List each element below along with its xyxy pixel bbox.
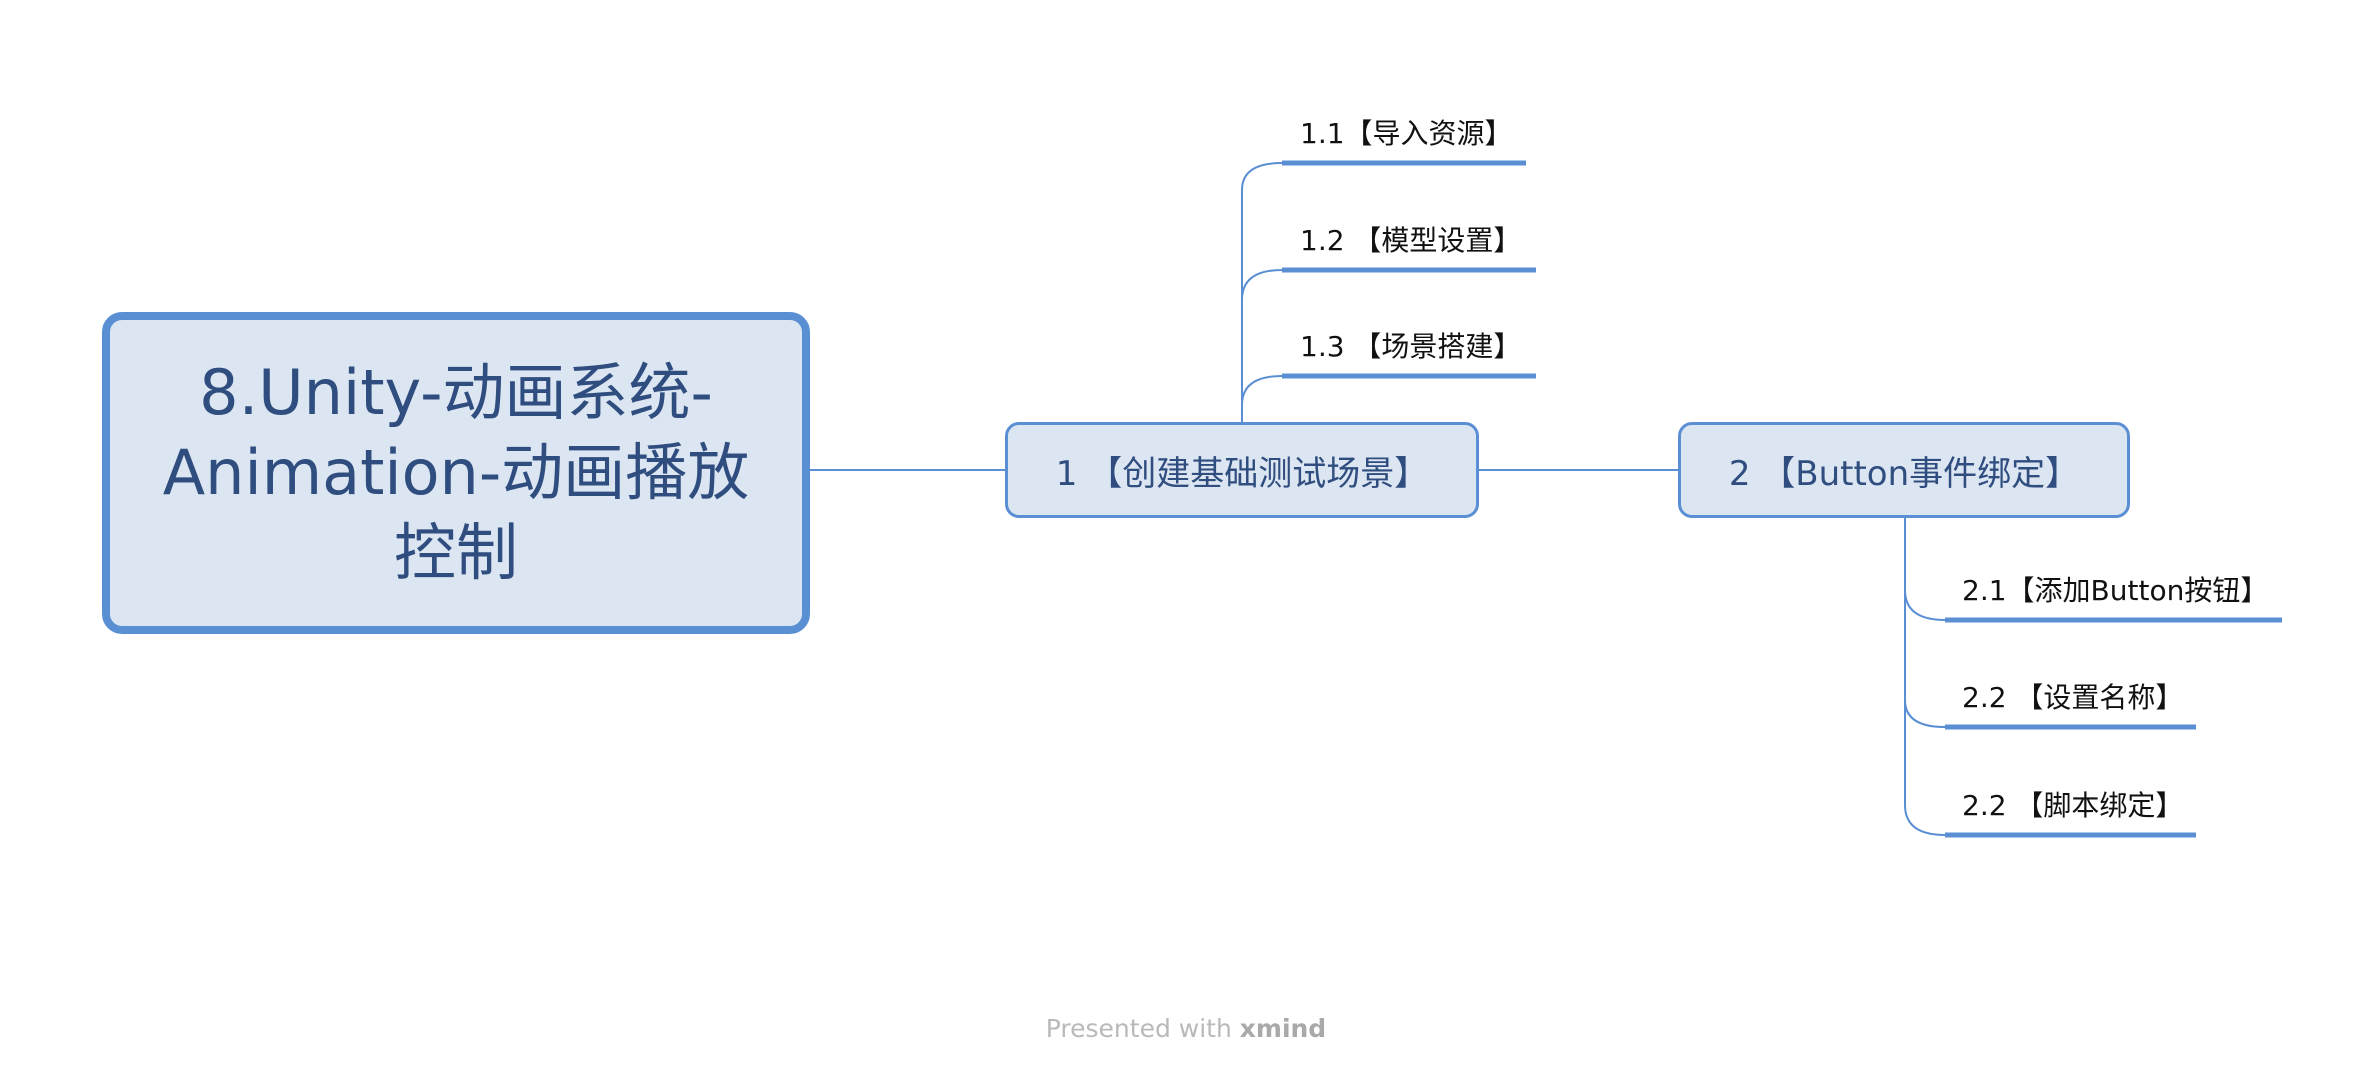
main-topic-1[interactable]: 1 【创建基础测试场景】: [1005, 422, 1479, 518]
subtopic-2-1[interactable]: 2.1【添加Button按钮】: [1962, 569, 2268, 609]
central-topic[interactable]: 8.Unity-动画系统- Animation-动画播放 控制: [102, 312, 810, 634]
subtopic-1-1-label: 1.1【导入资源】: [1300, 117, 1513, 150]
xmind-logo-text: xmind: [1239, 1014, 1327, 1043]
subtopic-1-2[interactable]: 1.2 【模型设置】: [1300, 219, 1521, 259]
main-topic-1-label: 1 【创建基础测试场景】: [1055, 453, 1429, 494]
connector-branch-1-to-sub-3: [1241, 375, 1283, 406]
connector-branch-2-to-sub-2: [1904, 590, 1946, 728]
subtopic-2-3[interactable]: 2.2 【脚本绑定】: [1962, 784, 2183, 824]
central-topic-text: 8.Unity-动画系统- Animation-动画播放 控制: [163, 353, 749, 593]
connector-branch-2-to-sub-1: [1904, 518, 1946, 621]
central-topic-line-1: 8.Unity-动画系统-: [199, 356, 713, 429]
subtopic-2-2[interactable]: 2.2 【设置名称】: [1962, 676, 2183, 716]
subtopic-1-1[interactable]: 1.1【导入资源】: [1300, 112, 1513, 152]
footer-prefix: Presented with: [1045, 1014, 1240, 1043]
subtopic-1-3-label: 1.3 【场景搭建】: [1300, 330, 1522, 363]
connector-branch-1-to-sub-1: [1241, 162, 1283, 422]
presented-with-footer: Presented with xmind: [0, 1014, 2372, 1043]
connector-branch-1-to-sub-2: [1241, 269, 1283, 301]
main-topic-2[interactable]: 2 【Button事件绑定】: [1678, 422, 2130, 518]
subtopic-2-2-label: 2.2 【设置名称】: [1962, 681, 2184, 714]
subtopic-1-2-label: 1.2 【模型设置】: [1300, 224, 1522, 257]
subtopic-1-3[interactable]: 1.3 【场景搭建】: [1300, 325, 1521, 365]
central-topic-line-3: 控制: [393, 516, 518, 589]
main-topic-2-label: 2 【Button事件绑定】: [1728, 453, 2080, 494]
connector-branch-2-to-sub-3: [1904, 700, 1946, 836]
central-topic-line-2: Animation-动画播放: [162, 436, 750, 509]
subtopic-2-1-label: 2.1【添加Button按钮】: [1962, 574, 2269, 607]
subtopic-2-3-label: 2.2 【脚本绑定】: [1962, 789, 2184, 822]
